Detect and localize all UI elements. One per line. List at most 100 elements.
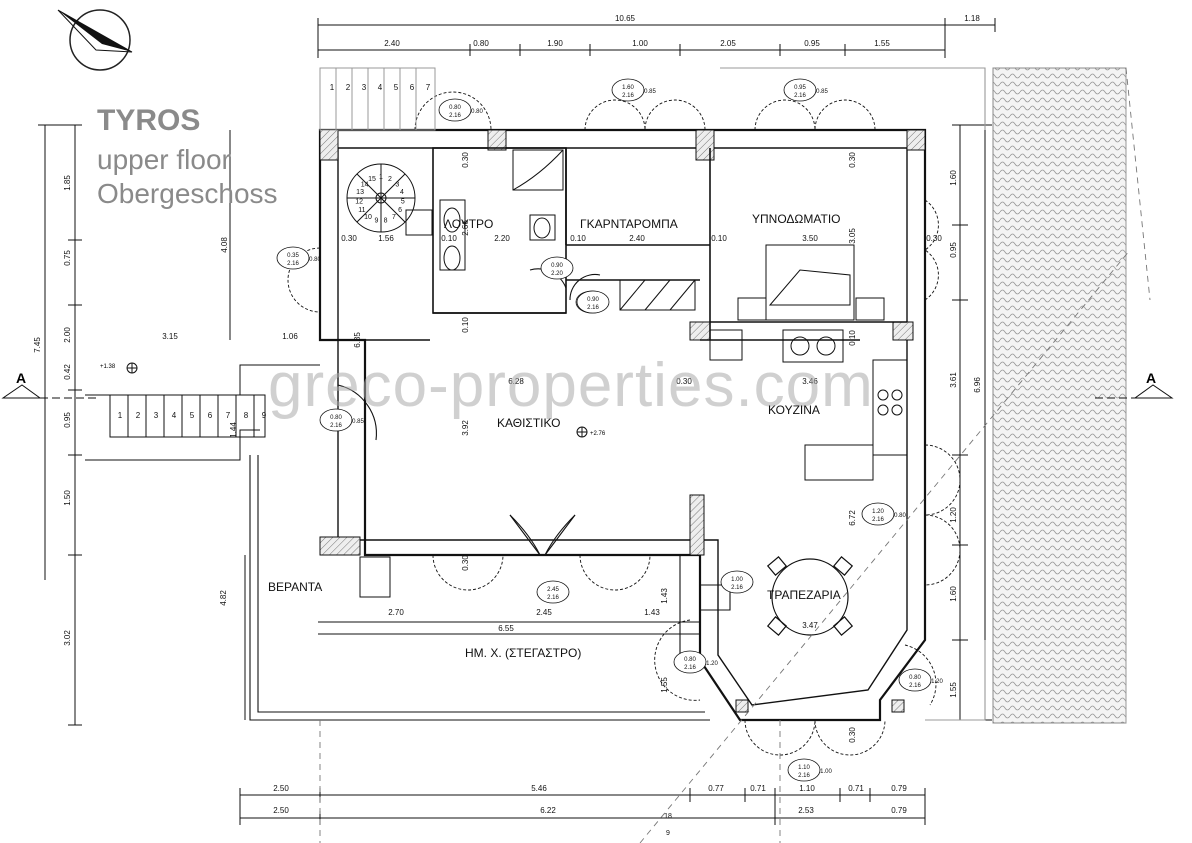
bottom-mark: 9 <box>666 830 670 837</box>
terrace-tiles <box>992 67 1127 724</box>
stair-step-number: 1 <box>118 411 123 420</box>
stair-step-number: 6 <box>208 411 213 420</box>
dim-left-outer: 7.45 <box>33 337 42 353</box>
room-canopy: ΗΜ. Χ. (ΣΤΕΓΑΣΤΡΟ) <box>465 646 582 660</box>
opening-sill: 0.80 <box>309 257 321 263</box>
stair-step-number: 8 <box>244 411 249 420</box>
dim-left-inner: 4.08 <box>220 237 229 253</box>
dim-bottom-1: 0.71 <box>848 784 864 793</box>
dim-top: 0.80 <box>473 39 489 48</box>
dim-inner: 1.06 <box>282 332 298 341</box>
floor-title-de: Obergeschoss <box>97 178 278 209</box>
dim-inner: 2.40 <box>629 234 645 243</box>
opening-width: 0.90 <box>587 297 599 303</box>
level-markers <box>126 362 588 438</box>
opening-tag: 1.002.16 <box>720 570 754 594</box>
stair-step-number: 4 <box>172 411 177 420</box>
opening-tag-shape <box>276 246 310 270</box>
opening-tag: 0.902.16 <box>576 290 610 314</box>
dim-inner: 6.55 <box>498 624 514 633</box>
dim-right-outer: 6.96 <box>973 377 982 393</box>
opening-height: 2.16 <box>287 261 299 267</box>
dim-top: 2.40 <box>384 39 400 48</box>
opening-tag-shape <box>783 78 817 102</box>
opening-tag-shape <box>319 408 353 432</box>
spiral-step-number: 14 <box>361 181 369 188</box>
opening-width: 1.10 <box>798 765 810 771</box>
spiral-step-number: 12 <box>355 198 363 205</box>
section-markers <box>1 384 1174 399</box>
opening-tag: 0.802.160.80 <box>438 98 483 122</box>
opening-tag-shape <box>720 570 754 594</box>
opening-tag: 2.452.16 <box>536 580 570 604</box>
opening-tag-shape <box>611 78 645 102</box>
dim-top: 2.05 <box>720 39 736 48</box>
dim-left: 1.85 <box>63 175 72 191</box>
dim-inner: 2.66 <box>461 220 470 236</box>
opening-sill: 1.00 <box>820 769 832 775</box>
door-leaves <box>337 268 731 611</box>
dim-right: 1.60 <box>949 586 958 602</box>
opening-width: 2.45 <box>547 587 559 593</box>
spiral-step-number: 3 <box>395 181 399 188</box>
dim-inner: 1.43 <box>660 588 669 604</box>
opening-width: 0.90 <box>551 263 563 269</box>
stair-step-number: 7 <box>226 411 231 420</box>
dining-table <box>766 556 854 636</box>
dim-inner: 1.44 <box>229 422 238 438</box>
opening-width: 0.80 <box>330 415 342 421</box>
dim-bottom-1: 0.79 <box>891 784 907 793</box>
opening-height: 2.16 <box>872 517 884 523</box>
level-living: +2.76 <box>590 431 606 437</box>
dim-inner: 6.72 <box>848 510 857 526</box>
dim-left: 1.50 <box>63 490 72 506</box>
spiral-step-number: 4 <box>400 189 404 196</box>
section-mark-left: A <box>16 370 26 386</box>
opening-tag-shape <box>673 650 707 674</box>
floor-title-en: upper floor <box>97 144 231 175</box>
dim-inner: 0.10 <box>441 234 457 243</box>
upper-stair-step: 6 <box>410 83 415 92</box>
dim-inner: 3.46 <box>802 377 818 386</box>
stair-step-number: 3 <box>154 411 159 420</box>
opening-tag-shape <box>898 668 932 692</box>
dim-bottom-1: 2.50 <box>273 784 289 793</box>
dim-bottom-1: 1.10 <box>799 784 815 793</box>
opening-width: 0.80 <box>684 657 696 663</box>
opening-tag: 1.202.160.80 <box>861 502 906 526</box>
opening-height: 2.16 <box>798 773 810 779</box>
veranda-outline <box>249 67 986 721</box>
dim-inner: 2.45 <box>536 608 552 617</box>
dim-inner: 1.55 <box>660 677 669 693</box>
opening-height: 2.16 <box>794 93 806 99</box>
dim-inner: 0.30 <box>461 555 470 571</box>
spiral-step-number: 5 <box>401 198 405 205</box>
dim-right: 1.20 <box>949 507 958 523</box>
opening-height: 2.16 <box>330 423 342 429</box>
opening-tag: 1.10 2.16 1.00 <box>787 758 832 782</box>
dim-inner: 0.30 <box>676 377 692 386</box>
dim-bottom-2: 2.53 <box>798 806 814 815</box>
opening-height: 2.16 <box>909 683 921 689</box>
level-stair: +1.38 <box>100 364 116 370</box>
opening-width: 0.35 <box>287 253 299 259</box>
spiral-step-number: 6 <box>398 207 402 214</box>
bottom-mark: 18 <box>664 813 672 820</box>
opening-sill: 0.80 <box>894 513 906 519</box>
opening-sill: 0.85 <box>352 419 364 425</box>
dim-top: 0.95 <box>804 39 820 48</box>
opening-sill: 1.20 <box>931 679 943 685</box>
watermark: greco-properties.com <box>268 351 874 420</box>
bottom-dimension-lines <box>239 788 926 825</box>
spiral-step-number: 9 <box>374 218 378 225</box>
dim-inner: 0.10 <box>848 330 857 346</box>
spiral-step-number: 11 <box>358 207 365 214</box>
dim-inner: 0.10 <box>711 234 727 243</box>
stair-step-number: 5 <box>190 411 195 420</box>
dim-left-inner: 4.82 <box>219 590 228 606</box>
opening-arcs <box>287 91 961 756</box>
dim-top-total: 1.18 <box>964 14 980 23</box>
opening-tag: 0.902.20 <box>540 256 574 280</box>
